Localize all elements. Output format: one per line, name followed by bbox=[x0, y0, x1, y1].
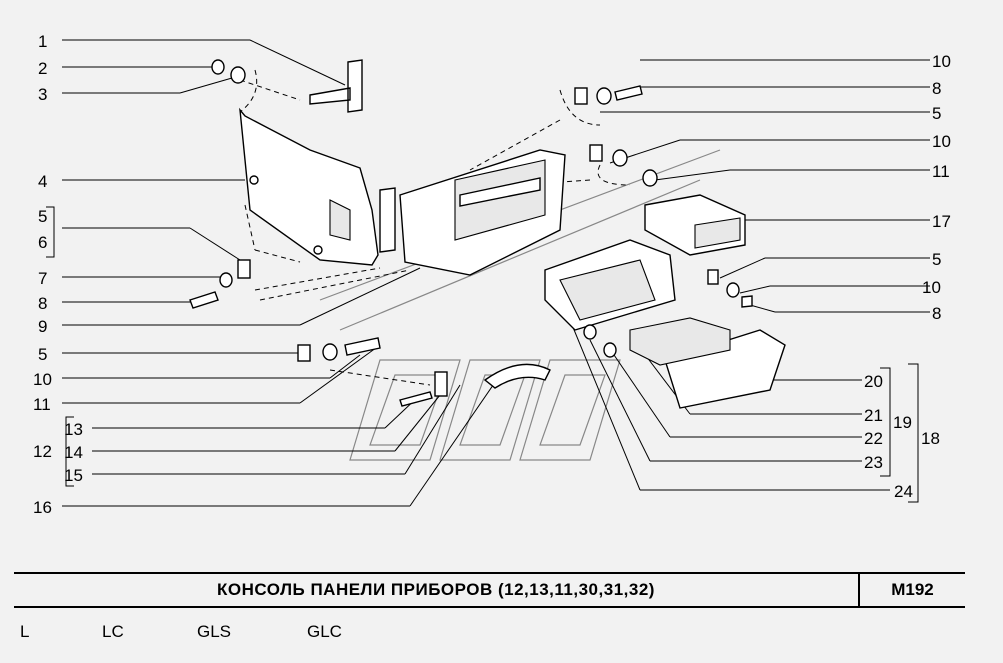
callout-13: 13 bbox=[64, 420, 83, 439]
storage-tray-part bbox=[644, 194, 746, 256]
callout-24: 24 bbox=[894, 482, 913, 501]
callout-5: 5 bbox=[932, 250, 941, 269]
callout-20: 20 bbox=[864, 372, 883, 391]
callout-8: 8 bbox=[932, 79, 941, 98]
trim-level: GLS bbox=[197, 622, 232, 641]
trim-level: L bbox=[20, 622, 30, 641]
callout-11: 11 bbox=[932, 162, 950, 181]
fastener-parts bbox=[189, 85, 753, 407]
callout-5: 5 bbox=[38, 207, 47, 226]
page-title: КОНСОЛЬ ПАНЕЛИ ПРИБОРОВ (12,13,11,30,31,… bbox=[217, 580, 655, 599]
callout-3: 3 bbox=[38, 85, 47, 104]
callout-8: 8 bbox=[932, 304, 941, 323]
callout-18: 18 bbox=[921, 429, 940, 448]
callout-12: 12 bbox=[33, 442, 52, 461]
title-divider bbox=[858, 574, 860, 606]
frame-part bbox=[544, 239, 676, 331]
trim-level: GLC bbox=[307, 622, 342, 641]
callout-19: 19 bbox=[893, 413, 912, 432]
title-bar: КОНСОЛЬ ПАНЕЛИ ПРИБОРОВ (12,13,11,30,31,… bbox=[14, 572, 965, 608]
callout-22: 22 bbox=[864, 429, 883, 448]
leader-lines bbox=[62, 39, 930, 507]
ashtray-part bbox=[629, 317, 786, 409]
callout-14: 14 bbox=[64, 443, 83, 462]
clip-part bbox=[483, 363, 551, 389]
callout-5: 5 bbox=[38, 345, 47, 364]
callout-labels: 1 2 3 4 5 6 7 8 9 5 10 11 12 13 14 15 16… bbox=[33, 32, 951, 517]
callout-6: 6 bbox=[38, 233, 47, 252]
callout-4: 4 bbox=[38, 172, 47, 191]
callout-17: 17 bbox=[932, 212, 951, 231]
callout-8: 8 bbox=[38, 294, 47, 313]
callout-5: 5 bbox=[932, 104, 941, 123]
callout-9: 9 bbox=[38, 317, 47, 336]
callout-10: 10 bbox=[932, 132, 951, 151]
group-brackets bbox=[46, 206, 919, 503]
doc-code: M192 bbox=[891, 580, 934, 599]
callout-15: 15 bbox=[64, 466, 83, 485]
nut-parts bbox=[211, 59, 246, 84]
callout-10: 10 bbox=[33, 370, 52, 389]
callout-23: 23 bbox=[864, 453, 883, 472]
trim-level: LC bbox=[102, 622, 124, 641]
callout-11: 11 bbox=[33, 395, 51, 414]
callout-10: 10 bbox=[922, 278, 941, 297]
callout-2: 2 bbox=[38, 59, 47, 78]
side-panel-part bbox=[239, 107, 379, 266]
callout-10: 10 bbox=[932, 52, 951, 71]
mounting-bracket-part bbox=[309, 59, 363, 113]
callout-16: 16 bbox=[33, 498, 52, 517]
callout-21: 21 bbox=[864, 406, 883, 425]
console-body-part bbox=[379, 149, 566, 276]
callout-7: 7 bbox=[38, 269, 47, 288]
callout-1: 1 bbox=[38, 32, 47, 51]
parts-diagram: 1 2 3 4 5 6 7 8 9 5 10 11 12 13 14 15 16… bbox=[33, 32, 951, 517]
